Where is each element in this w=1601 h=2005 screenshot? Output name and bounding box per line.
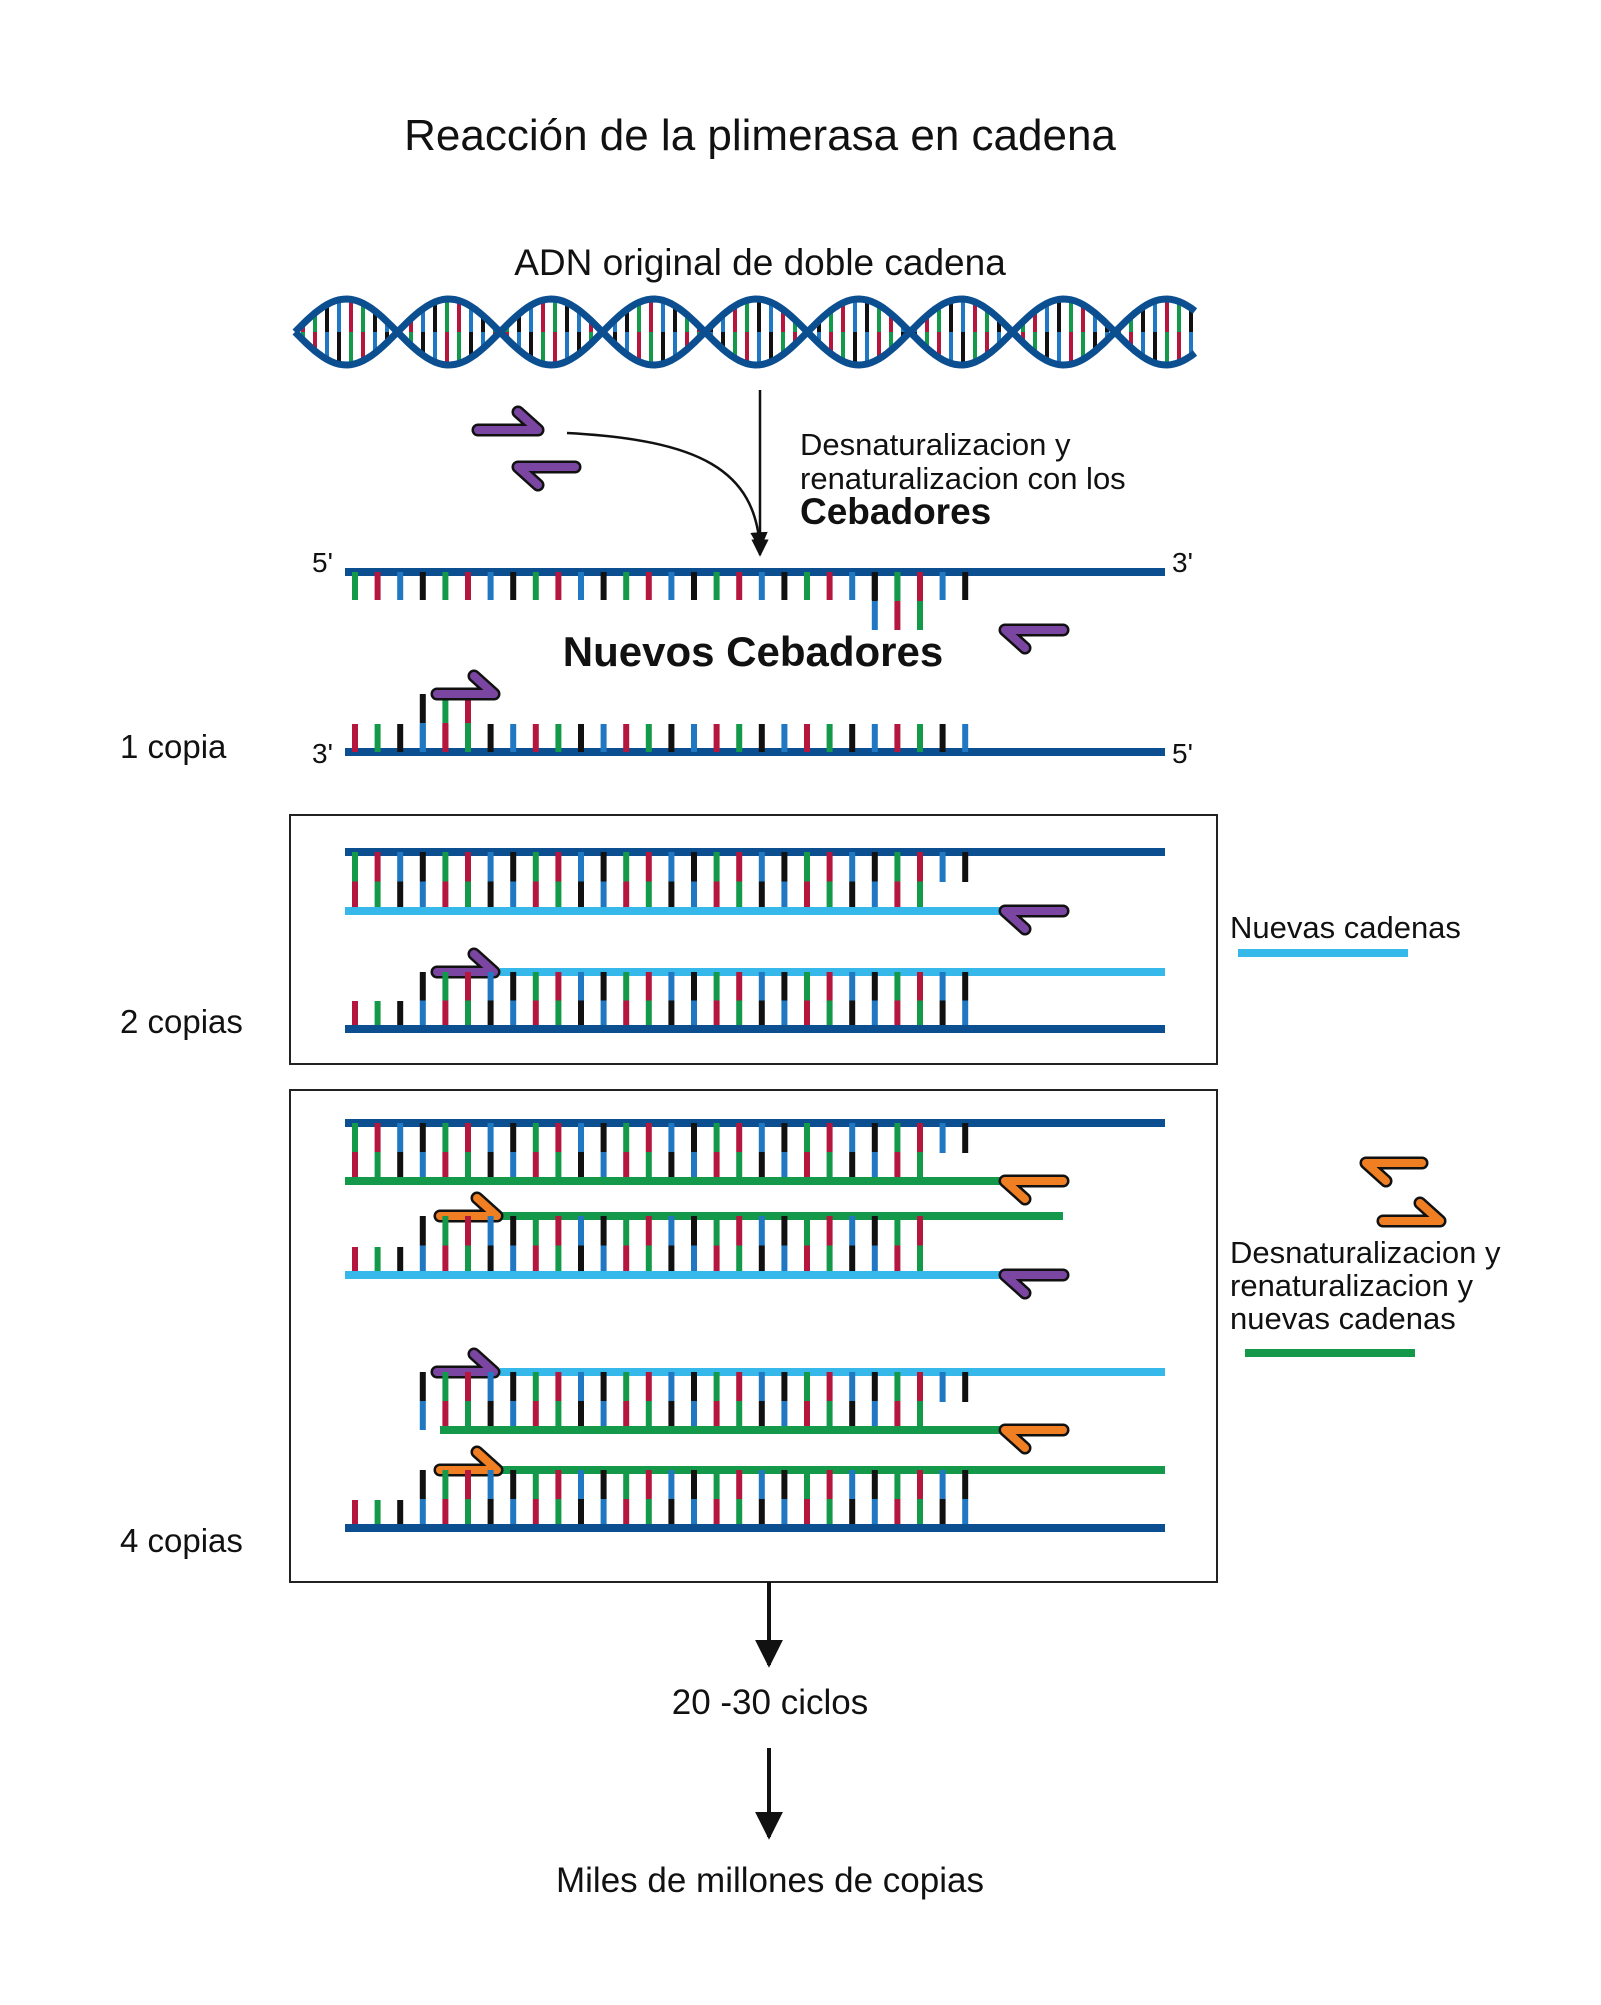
original-dna-label: ADN original de doble cadena	[514, 242, 1006, 283]
denature-label-line1: Desnaturalizacion y	[800, 427, 1071, 462]
step-one-copy: 1 copia	[120, 728, 227, 765]
denature-label-line3: Cebadores	[800, 491, 991, 532]
incoming-primers	[471, 405, 582, 492]
helix-backbone	[292, 295, 1198, 369]
five-prime-bottom: 5'	[1172, 738, 1193, 769]
dna-strands	[345, 568, 1165, 1532]
primer-arrow-icon	[436, 1194, 501, 1220]
three-prime-bottom: 3'	[312, 738, 333, 769]
legend-cycle-line1: Desnaturalizacion y	[1230, 1235, 1501, 1270]
primer-arrow-icon	[474, 408, 542, 434]
dna-helix-icon	[292, 295, 1198, 369]
primer-arrow-icon	[433, 672, 498, 698]
curved-arrow-icon	[566, 431, 768, 550]
primer-arrow-icon	[1001, 626, 1067, 652]
primer-arrow-icon	[1001, 1426, 1067, 1452]
four-copies-box	[289, 1089, 1218, 1583]
step-four-copies: 4 copias	[120, 1522, 243, 1559]
result-label: Miles de millones de copias	[556, 1861, 984, 1900]
helix-backbone	[292, 295, 1198, 369]
legend-new-strands-label: Nuevas cadenas	[1230, 910, 1461, 945]
five-prime-top: 5'	[312, 547, 333, 578]
new-primers-label: Nuevos Cebadores	[563, 628, 943, 675]
primer-arrow-icon	[436, 1448, 501, 1474]
legend-primers	[1359, 1156, 1447, 1228]
page-title: Reacción de la plimerasa en cadena	[404, 111, 1116, 160]
primer-arrow-icon	[1001, 907, 1067, 933]
primer-arrow-icon	[1362, 1159, 1426, 1185]
primer-arrow-icon	[1379, 1199, 1444, 1225]
primer-arrow-icon	[1001, 1271, 1067, 1297]
three-prime-top: 3'	[1172, 547, 1193, 578]
primer-arrow-icon	[433, 1350, 498, 1376]
primer-arrow-icon	[514, 463, 579, 489]
cycles-label: 20 -30 ciclos	[672, 1683, 868, 1722]
legend-cycle-line3: nuevas cadenas	[1230, 1301, 1456, 1336]
denature-label-line2: renaturalizacion con los	[800, 461, 1126, 496]
primer-arrow-icon	[1001, 1177, 1067, 1203]
primer-arrow-icon	[433, 950, 498, 976]
legend-cycle-line2: renaturalizacion y	[1230, 1268, 1473, 1303]
two-copies-box	[289, 814, 1218, 1065]
step-two-copies: 2 copias	[120, 1003, 243, 1040]
